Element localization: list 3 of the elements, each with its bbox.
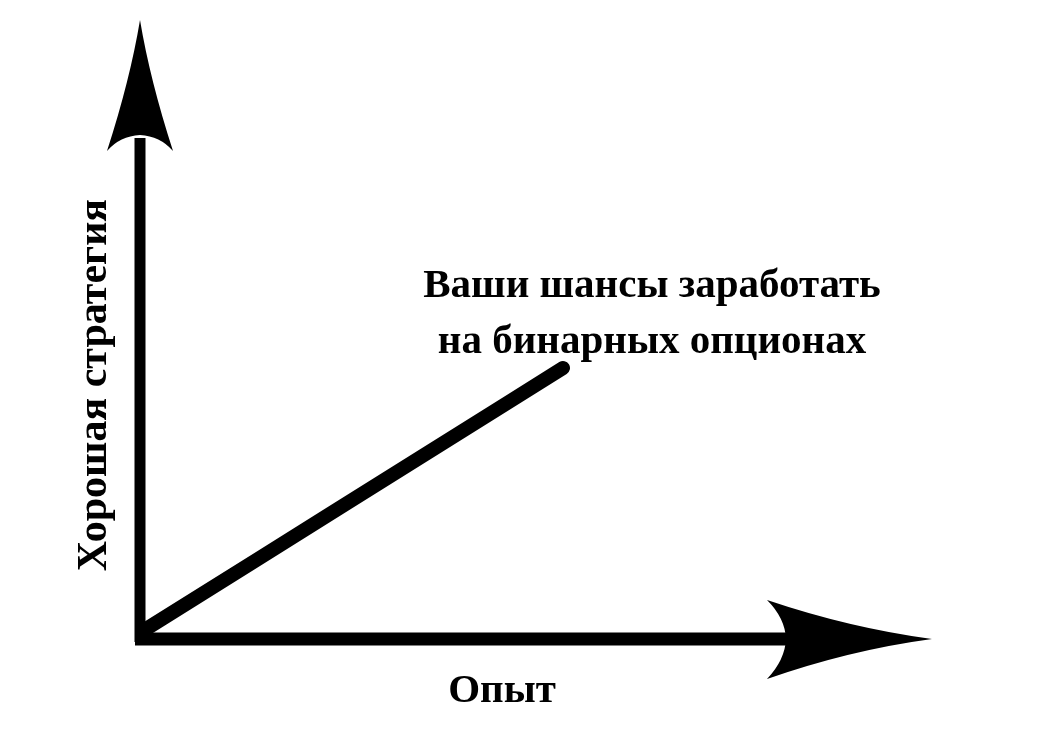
x-axis-label: Опыт	[447, 663, 557, 713]
line-label: Ваши шансы заработать на бинарных опционах	[422, 258, 882, 365]
y-axis-label: Хорошая стратегия	[67, 197, 116, 574]
